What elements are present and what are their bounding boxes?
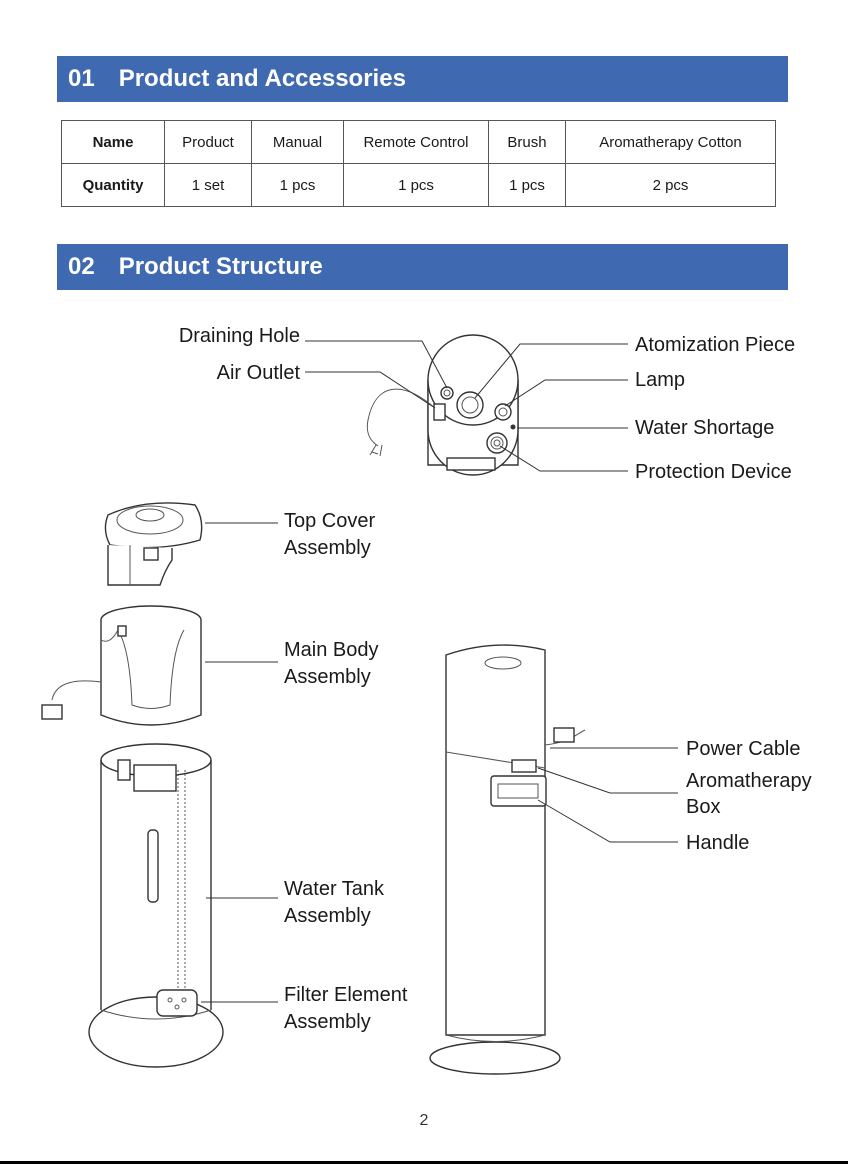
section-header-structure: 02 Product Structure — [57, 244, 788, 290]
item-name: Manual — [252, 121, 344, 164]
assembled-unit-illustration — [430, 645, 585, 1074]
quantity-header: Quantity — [62, 164, 165, 207]
label-water-tank-assembly: Assembly — [284, 905, 371, 927]
label-handle: Handle — [686, 832, 749, 854]
item-name: Brush — [489, 121, 566, 164]
section-number: 02 — [68, 253, 95, 281]
label-power-cable: Power Cable — [686, 738, 801, 760]
item-name: Aromatherapy Cotton — [566, 121, 776, 164]
section-number: 01 — [68, 65, 95, 93]
name-header: Name — [62, 121, 165, 164]
label-main-body-assembly: Assembly — [284, 666, 371, 688]
label-filter-element: Filter Element — [284, 984, 408, 1006]
product-structure-diagram: Draining Hole Air Outlet Atomization Pie… — [0, 300, 848, 1100]
label-draining-hole: Draining Hole — [179, 325, 300, 347]
top-cover-illustration — [105, 503, 201, 585]
page-number: 2 — [0, 1112, 848, 1130]
section-title: Product Structure — [119, 253, 323, 281]
label-aromatherapy: Aromatherapy — [686, 770, 812, 792]
label-water-tank: Water Tank — [284, 878, 385, 900]
item-quantity: 1 set — [165, 164, 252, 207]
label-filter-element-assembly: Assembly — [284, 1011, 371, 1033]
table-row: Name Product Manual Remote Control Brush… — [62, 121, 776, 164]
item-name: Remote Control — [344, 121, 489, 164]
label-air-outlet: Air Outlet — [217, 362, 301, 384]
label-protection-device: Protection Device — [635, 461, 792, 483]
top-view-illustration — [367, 335, 518, 475]
item-name: Product — [165, 121, 252, 164]
water-tank-illustration — [89, 744, 223, 1067]
table-row: Quantity 1 set 1 pcs 1 pcs 1 pcs 2 pcs — [62, 164, 776, 207]
item-quantity: 2 pcs — [566, 164, 776, 207]
label-aromatherapy-box: Box — [686, 796, 720, 818]
label-lamp: Lamp — [635, 369, 685, 391]
label-top-cover-assembly: Assembly — [284, 537, 371, 559]
main-body-illustration — [42, 606, 201, 725]
section-header-accessories: 01 Product and Accessories — [57, 56, 788, 102]
item-quantity: 1 pcs — [344, 164, 489, 207]
label-atomization-piece: Atomization Piece — [635, 334, 795, 356]
label-main-body: Main Body — [284, 639, 379, 661]
item-quantity: 1 pcs — [252, 164, 344, 207]
accessories-table: Name Product Manual Remote Control Brush… — [61, 120, 776, 207]
section-title: Product and Accessories — [119, 65, 406, 93]
item-quantity: 1 pcs — [489, 164, 566, 207]
label-water-shortage: Water Shortage — [635, 417, 774, 439]
label-top-cover: Top Cover — [284, 510, 375, 532]
